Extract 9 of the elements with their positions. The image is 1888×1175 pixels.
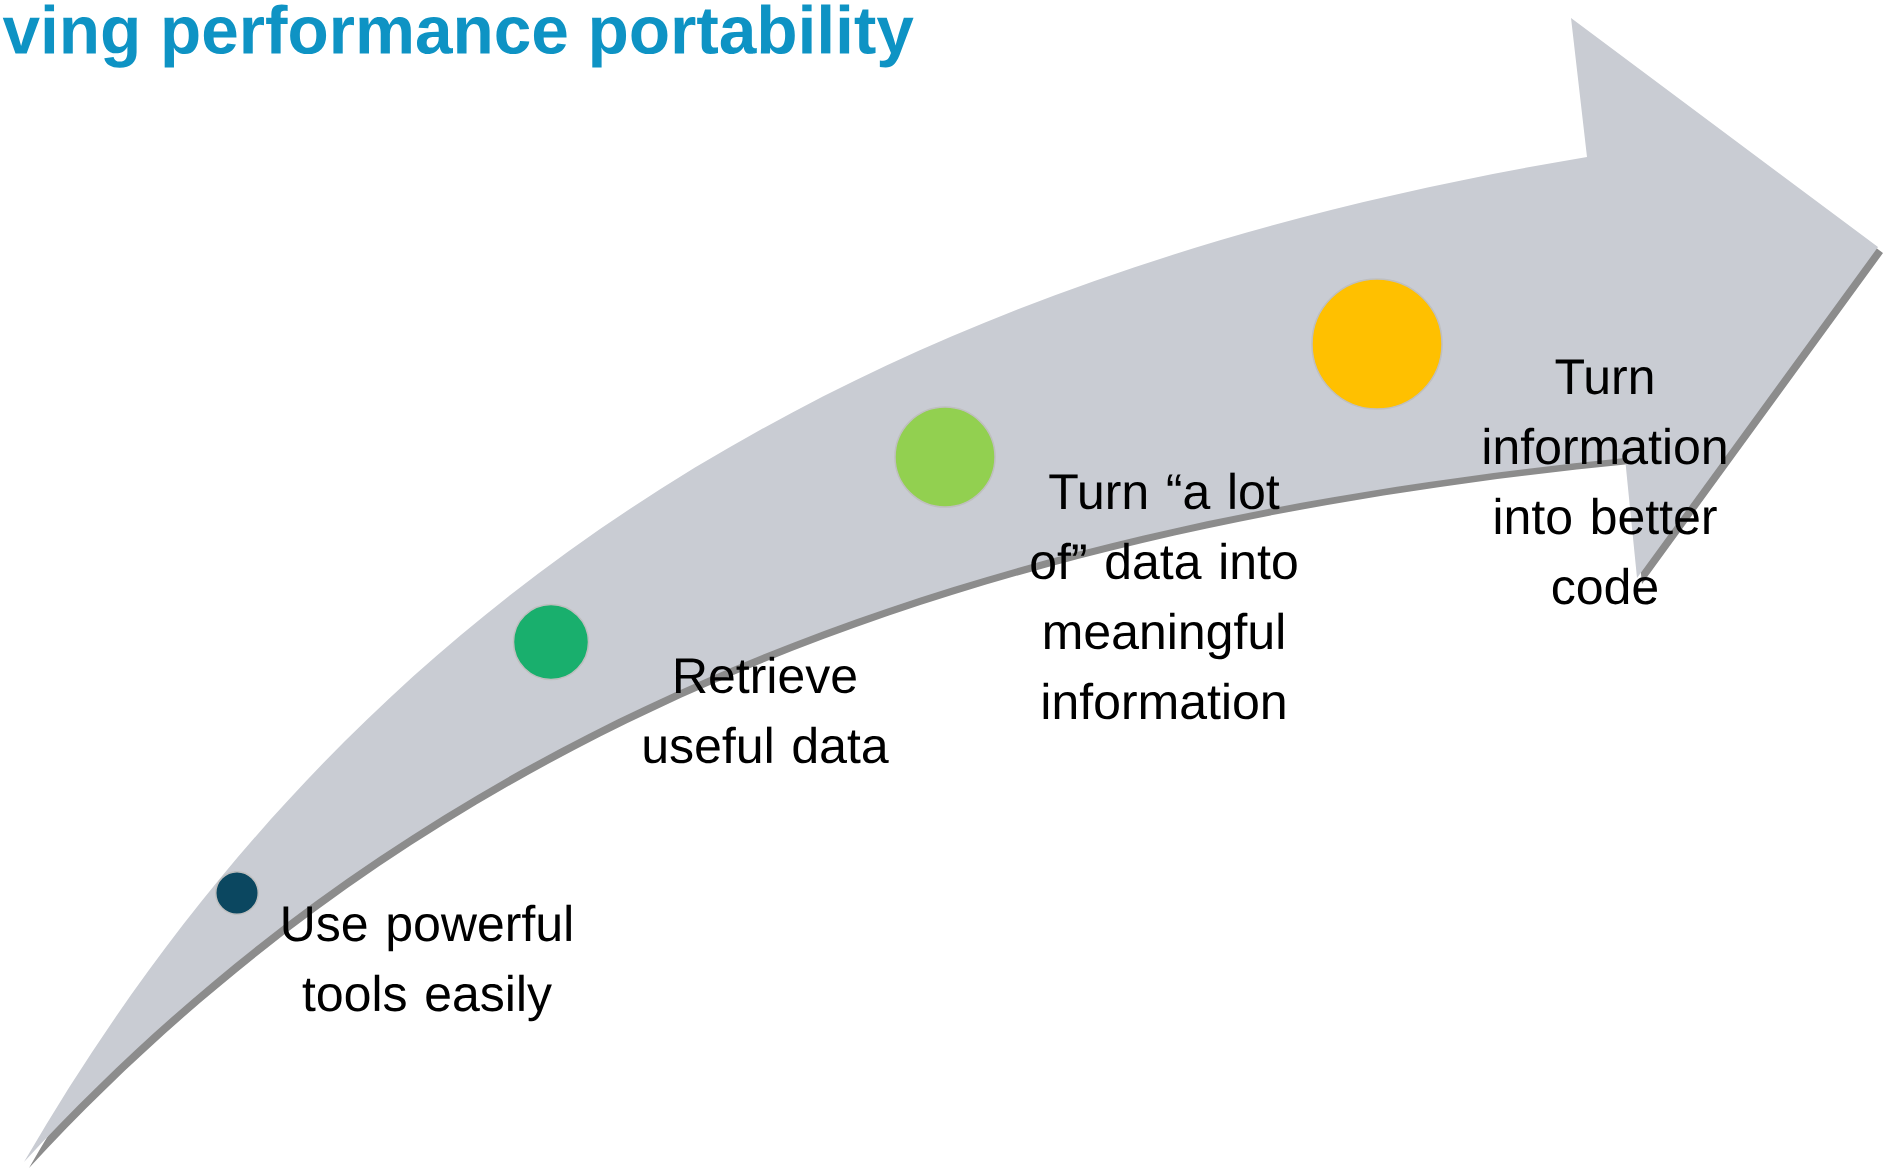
step-label: Use powerful tools easily	[283, 904, 571, 1022]
step-label: Retrieve useful data	[644, 656, 889, 764]
step-label: Turn “a lot of” data into meaningful information	[1031, 472, 1297, 720]
step-label: Turn information into better code	[1484, 359, 1726, 605]
dot	[1311, 278, 1443, 410]
title: ving performance portability	[2, 4, 914, 68]
dot	[215, 871, 259, 915]
dot	[894, 406, 996, 508]
dot	[512, 603, 590, 681]
